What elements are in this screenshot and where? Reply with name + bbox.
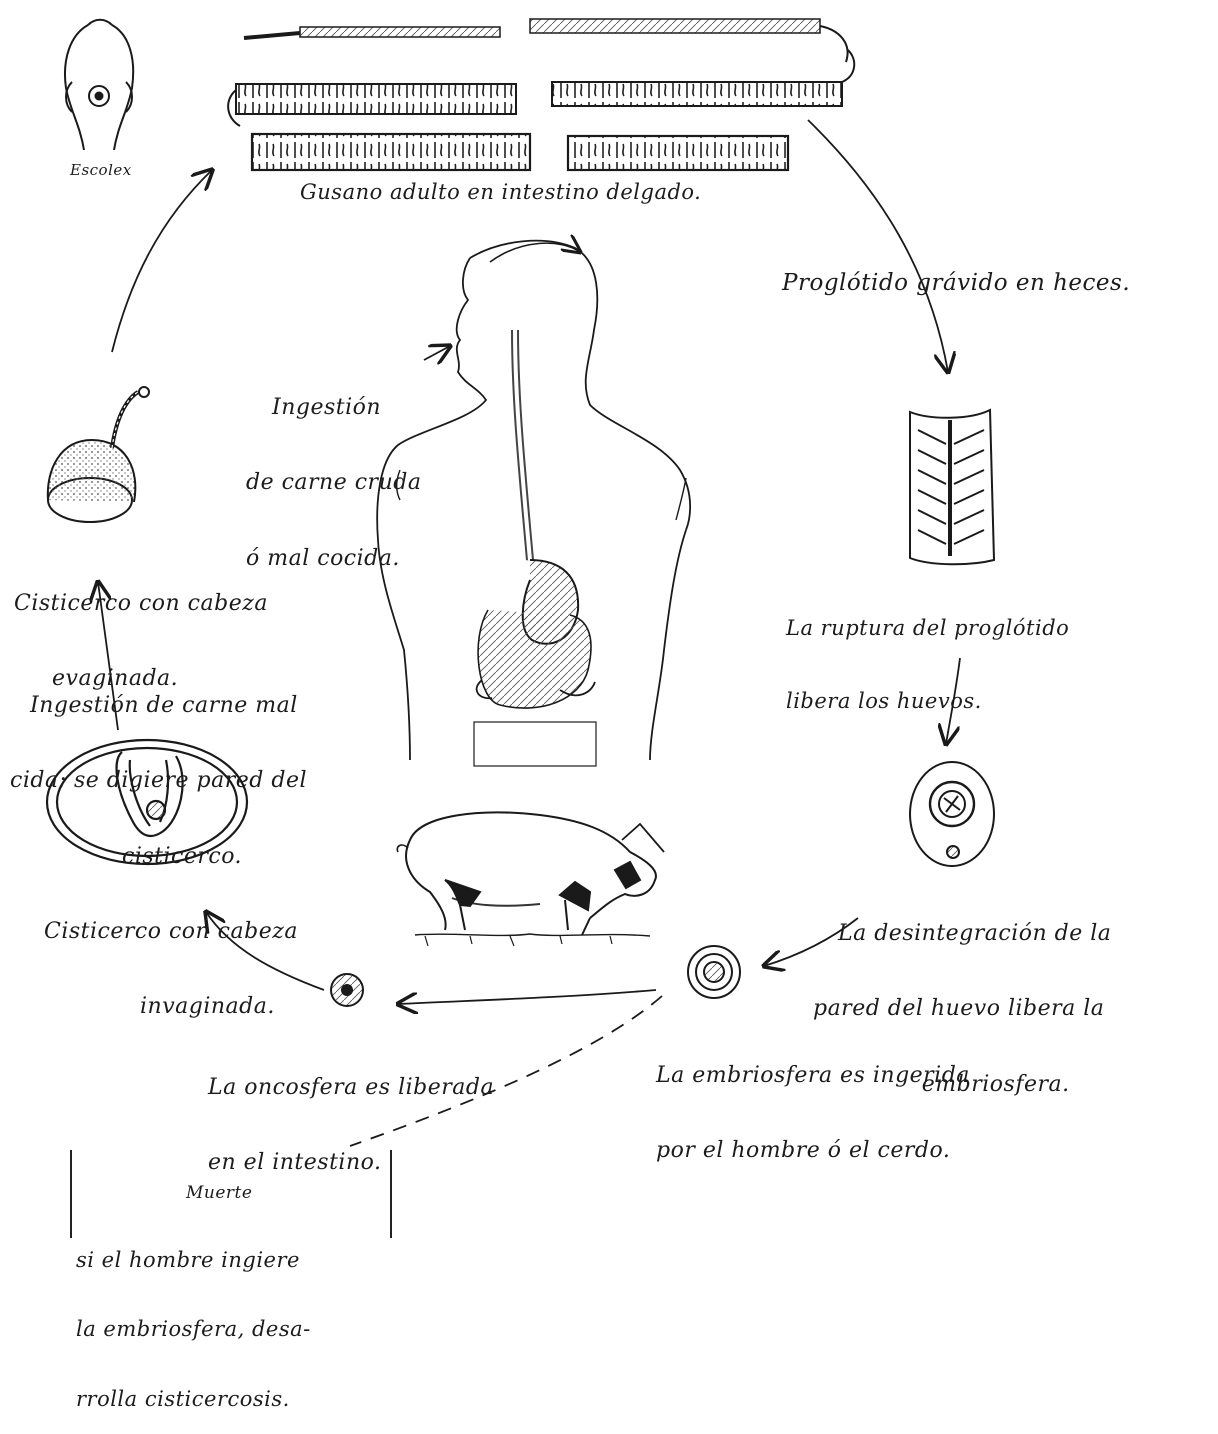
label-embryosphere-ingested-line1: La embriosfera es ingerida [656,1063,970,1088]
label-cyst-invaginated: Cisticerco con cabeza invaginada. [44,868,298,1045]
embryosphere-drawing [688,946,740,998]
arrow-evaginated-to-scolex [112,170,212,352]
label-escolex: Escolex [70,162,132,179]
label-death-line3: rrolla cisticercosis. [76,1388,311,1411]
label-ingestion-undercooked-line1: Ingestión de carne mal [10,693,307,718]
oncosphere-drawing [331,974,363,1006]
label-death-note: Muerte si el hombre ingiere la embriosfe… [76,1138,311,1434]
arrow-worm-to-proglottid [808,120,948,372]
label-death-title: Muerte [76,1184,311,1203]
label-death-line1: si el hombre ingiere [76,1249,311,1272]
gravid-proglottid-drawing [910,410,994,564]
label-ingestion-undercooked: Ingestión de carne mal cida; se digiere … [10,642,307,895]
human-torso-drawing [377,241,690,766]
label-cyst-invaginated-line1: Cisticerco con cabeza [44,919,298,944]
label-ingestion-raw-line1: Ingestión [246,395,421,420]
scolex-drawing [65,20,133,150]
label-embryosphere-ingested: La embriosfera es ingerida por el hombre… [656,1012,970,1189]
label-ingestion-undercooked-line2: cida; se digiere pared del [10,768,307,793]
label-proglottid-rupture-line1: La ruptura del proglótido [786,616,1069,640]
arrow-embryosphere-to-oncosphere [398,990,656,1004]
label-oncosphere-line1: La oncosfera es liberada [208,1075,494,1100]
label-egg-wall-line1: La desintegración de la [806,921,1111,946]
label-proglottid-rupture-line2: libera los huevos. [786,689,1069,713]
label-gravid-proglottid: Proglótido grávido en heces. [782,270,1130,296]
arrow-ingestion-to-mouth [424,346,450,360]
label-death-line2: la embriosfera, desa- [76,1318,311,1341]
label-embryosphere-ingested-line2: por el hombre ó el cerdo. [656,1138,970,1163]
label-ingestion-raw-line3: ó mal cocida. [246,546,421,571]
label-ingestion-raw: Ingestión de carne cruda ó mal cocida. [246,344,421,597]
egg-drawing [910,762,994,866]
label-ingestion-raw-line2: de carne cruda [246,470,421,495]
adult-tapeworm-drawing [228,19,854,170]
pig-drawing [397,812,664,946]
label-ingestion-undercooked-line3: cisticerco. [10,844,307,869]
label-proglottid-rupture: La ruptura del proglótido libera los hue… [786,568,1069,737]
label-cyst-invaginated-line2: invaginada. [44,994,298,1019]
label-cyst-evaginated-line1: Cisticerco con cabeza [14,591,268,616]
label-adult-worm: Gusano adulto en intestino delgado. [300,180,701,204]
cysticercus-evaginated-drawing [48,387,149,522]
